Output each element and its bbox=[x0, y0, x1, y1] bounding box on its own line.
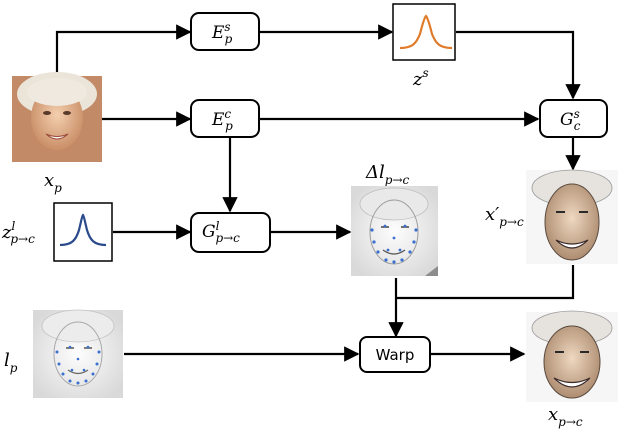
landmark-sketch-image bbox=[33, 309, 123, 398]
z-l-gaussian-curve bbox=[59, 213, 107, 247]
svg-text:Gsc: Gsc bbox=[560, 107, 581, 133]
distribution-z-s bbox=[392, 3, 456, 61]
caricature-image bbox=[526, 169, 618, 264]
edge-xp-to-Eps bbox=[55, 24, 192, 76]
x-prime-label: x′p→c bbox=[485, 204, 524, 229]
edge-xprime-to-warp bbox=[396, 265, 575, 300]
svg-text:Glp→c: Glp→c bbox=[202, 219, 240, 245]
node-warp: Warp bbox=[359, 336, 431, 373]
svg-text:Warp: Warp bbox=[376, 346, 415, 364]
portrait-photo-image bbox=[12, 72, 102, 162]
z-s-label: zs bbox=[412, 66, 429, 90]
delta-l-label: Δlp→c bbox=[365, 162, 410, 187]
distribution-z-l bbox=[53, 202, 113, 262]
x-output-label: xp→c bbox=[548, 404, 583, 429]
edges bbox=[55, 24, 581, 362]
edge-zs-to-Gcs bbox=[456, 30, 581, 100]
svg-text:Ecp: Ecp bbox=[211, 107, 233, 133]
l-p-label: lp bbox=[4, 350, 18, 375]
z-s-gaussian-curve bbox=[399, 14, 453, 50]
svg-text:Esp: Esp bbox=[211, 20, 233, 46]
x-p-label: xp bbox=[44, 170, 62, 195]
warped-caricature-image bbox=[526, 310, 618, 402]
landmark-offset-sketch-image bbox=[351, 186, 438, 276]
